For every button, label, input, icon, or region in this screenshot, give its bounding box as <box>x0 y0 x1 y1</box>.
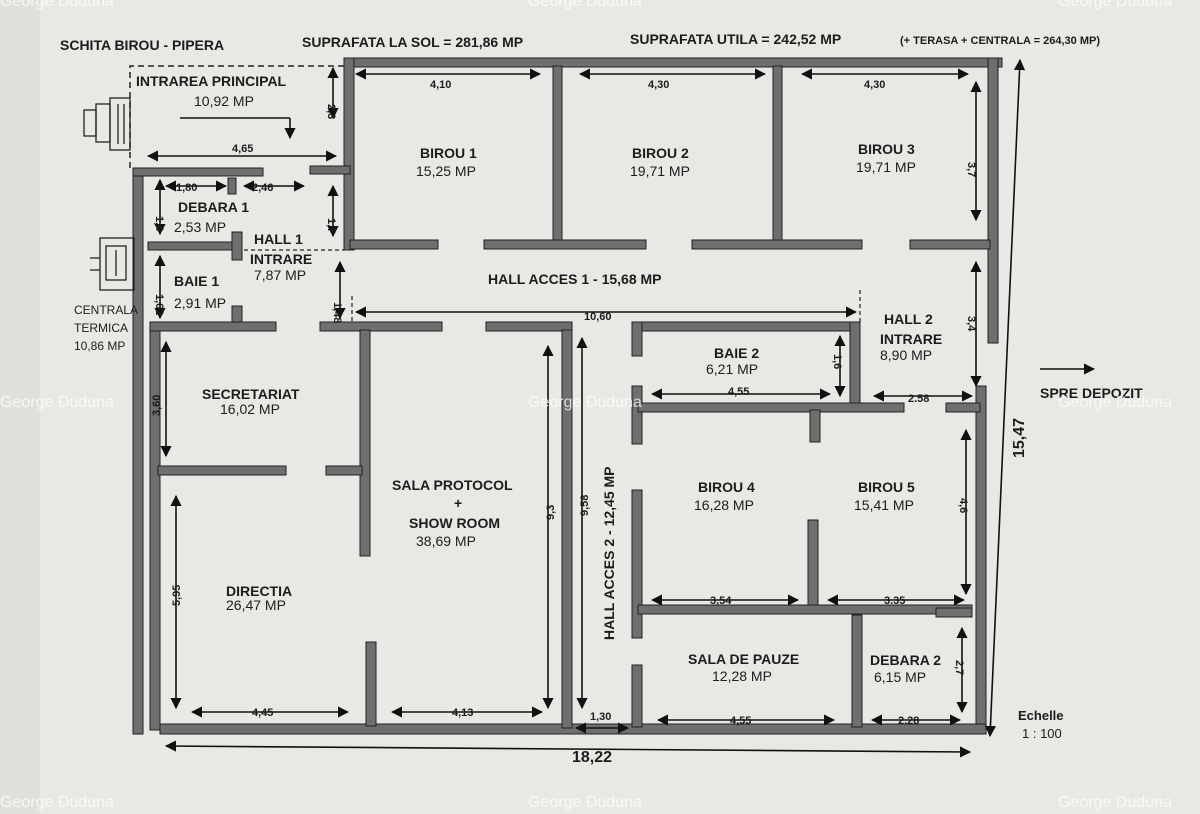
debara1-area: 2,53 MP <box>174 219 226 235</box>
baie1-area: 2,91 MP <box>174 295 226 311</box>
dim-sala-pauze-width: 4,55 <box>730 715 751 727</box>
watermark-mid-left: George Duduna <box>0 394 114 411</box>
hall2-name-line2: INTRARE <box>880 331 942 347</box>
birou5-name: BIROU 5 <box>858 479 915 495</box>
dim-debara1-height: 1,4 <box>153 216 165 232</box>
birou4-name: BIROU 4 <box>698 479 755 495</box>
debara2-area: 6,15 MP <box>874 669 926 685</box>
birou5-area: 15,41 MP <box>854 497 914 513</box>
entrance-stairs-icon <box>83 97 131 151</box>
scale-label: Echelle <box>1018 708 1064 723</box>
dim-baie1-height: 1,62 <box>153 294 165 315</box>
hall1-area: 7,87 MP <box>254 267 306 283</box>
paper-shadow <box>0 0 40 814</box>
birou2-area: 19,71 MP <box>630 163 690 179</box>
birou1-name: BIROU 1 <box>420 145 477 161</box>
dim-birou5-width: 3.35 <box>884 595 905 607</box>
secretariat-name: SECRETARIAT <box>202 386 300 402</box>
dim-b2-width: 4,30 <box>648 79 669 91</box>
centrala-name-line2: TERMICA <box>74 321 128 335</box>
dim-b3-width: 4,30 <box>864 79 885 91</box>
dim-entrance-width: 4,65 <box>232 143 253 155</box>
dimension-arrows <box>146 58 1096 758</box>
hall-acces2-label: HALL ACCES 2 - 12,45 MP <box>601 467 617 641</box>
direction-label: SPRE DEPOZIT <box>1040 385 1143 401</box>
baie2-area: 6,21 MP <box>706 361 758 377</box>
secretariat-area: 16,02 MP <box>220 401 280 417</box>
hall2-name-line1: HALL 2 <box>884 311 933 327</box>
birou3-area: 19,71 MP <box>856 159 916 175</box>
ground-area: SUPRAFATA LA SOL = 281,86 MP <box>302 34 523 50</box>
hall1-name-line1: HALL 1 <box>254 231 303 247</box>
dim-b3-height: 3,7 <box>965 162 977 177</box>
watermark-bottom-center: George Duduna <box>528 794 642 811</box>
hall1-name-line2: INTRARE <box>250 251 312 267</box>
watermark-top-left: George Duduna <box>0 0 114 10</box>
usable-area-note: (+ TERASA + CENTRALA = 264,30 MP) <box>900 35 1100 47</box>
plan-title: SCHITA BIROU - PIPERA <box>60 37 224 53</box>
dim-directia-height: 5,95 <box>171 585 183 606</box>
dim-debara2-height: 2,7 <box>953 660 965 675</box>
sala-protocol-area: 38,69 MP <box>416 533 476 549</box>
birou4-area: 16,28 MP <box>694 497 754 513</box>
dim-hall2-height: 3,4 <box>965 316 977 332</box>
birou2-name: BIROU 2 <box>632 145 689 161</box>
boiler-icon <box>90 237 135 291</box>
dim-secretariat-height: 3,60 <box>151 395 163 416</box>
debara2-name: DEBARA 2 <box>870 652 941 668</box>
birou3-name: BIROU 3 <box>858 141 915 157</box>
dim-hall-acces2-height: 9,58 <box>579 495 591 516</box>
dim-total-width: 18,22 <box>572 749 612 766</box>
dim-protocol-width: 4,13 <box>452 707 473 719</box>
directia-name: DIRECTIA <box>226 583 292 599</box>
centrala-name-line1: CENTRALA <box>74 303 138 317</box>
dim-hall1-height: 1,7 <box>325 218 337 233</box>
watermark-bottom-left: George Duduna <box>0 794 114 811</box>
hall2-area: 8,90 MP <box>880 347 932 363</box>
hall-acces1-label: HALL ACCES 1 - 15,68 MP <box>488 271 662 287</box>
dim-baie2-width: 4,55 <box>728 386 749 398</box>
entrance-name: INTRAREA PRINCIPAL <box>136 73 287 89</box>
walls <box>132 57 1003 735</box>
watermark-mid-center: George Duduna <box>528 394 642 411</box>
baie2-name: BAIE 2 <box>714 345 759 361</box>
dim-hall1-width: 2,46 <box>252 182 273 194</box>
dim-hall-acces2-width: 1,30 <box>590 711 611 723</box>
dim-debara2-width: 2.28 <box>898 715 919 727</box>
sala-pauze-name: SALA DE PAUZE <box>688 651 799 667</box>
dim-b1-width: 4,10 <box>430 79 451 91</box>
dim-hall-acces1-width: 10,60 <box>584 311 612 323</box>
dim-hall2-width: 2.58 <box>908 393 929 405</box>
dim-directia-width: 4,45 <box>252 707 273 719</box>
watermark-top-right: George Duduna <box>1058 0 1172 10</box>
watermark-mid-right: George Duduna <box>1058 394 1172 411</box>
dim-debara1-width: 1,80 <box>176 182 197 194</box>
sala-protocol-plus: + <box>454 495 462 511</box>
dimension-labels: 4,10 4,30 4,30 3,7 2,3 4,65 1,80 2,46 1,… <box>151 79 1028 766</box>
entrance-area: 10,92 MP <box>194 93 254 109</box>
watermark-top-center: George Duduna <box>528 0 642 10</box>
dim-baie2-height: 1,6 <box>831 354 843 369</box>
sala-pauze-area: 12,28 MP <box>712 668 772 684</box>
dim-birou5-height: 4,6 <box>957 498 969 513</box>
birou1-area: 15,25 MP <box>416 163 476 179</box>
watermarks: George Duduna George Duduna George Dudun… <box>0 0 1172 811</box>
sala-protocol-name-line2: SHOW ROOM <box>409 515 500 531</box>
watermark-bottom-right: George Duduna <box>1058 794 1172 811</box>
scale-value: 1 : 100 <box>1022 726 1062 741</box>
dim-protocol-height: 9,3 <box>545 505 557 520</box>
baie1-name: BAIE 1 <box>174 273 219 289</box>
dim-entrance-height: 2,3 <box>325 104 337 119</box>
usable-area: SUPRAFATA UTILA = 242,52 MP <box>630 31 841 47</box>
directia-area: 26,47 MP <box>226 597 286 613</box>
dim-total-height: 15,47 <box>1011 418 1028 458</box>
centrala-area: 10,86 MP <box>74 339 125 353</box>
dim-birou4-width: 3,54 <box>710 595 732 607</box>
debara1-name: DEBARA 1 <box>178 199 249 215</box>
dim-hall1-height2: 1,48 <box>331 302 343 323</box>
sala-protocol-name-line1: SALA PROTOCOL <box>392 477 513 493</box>
